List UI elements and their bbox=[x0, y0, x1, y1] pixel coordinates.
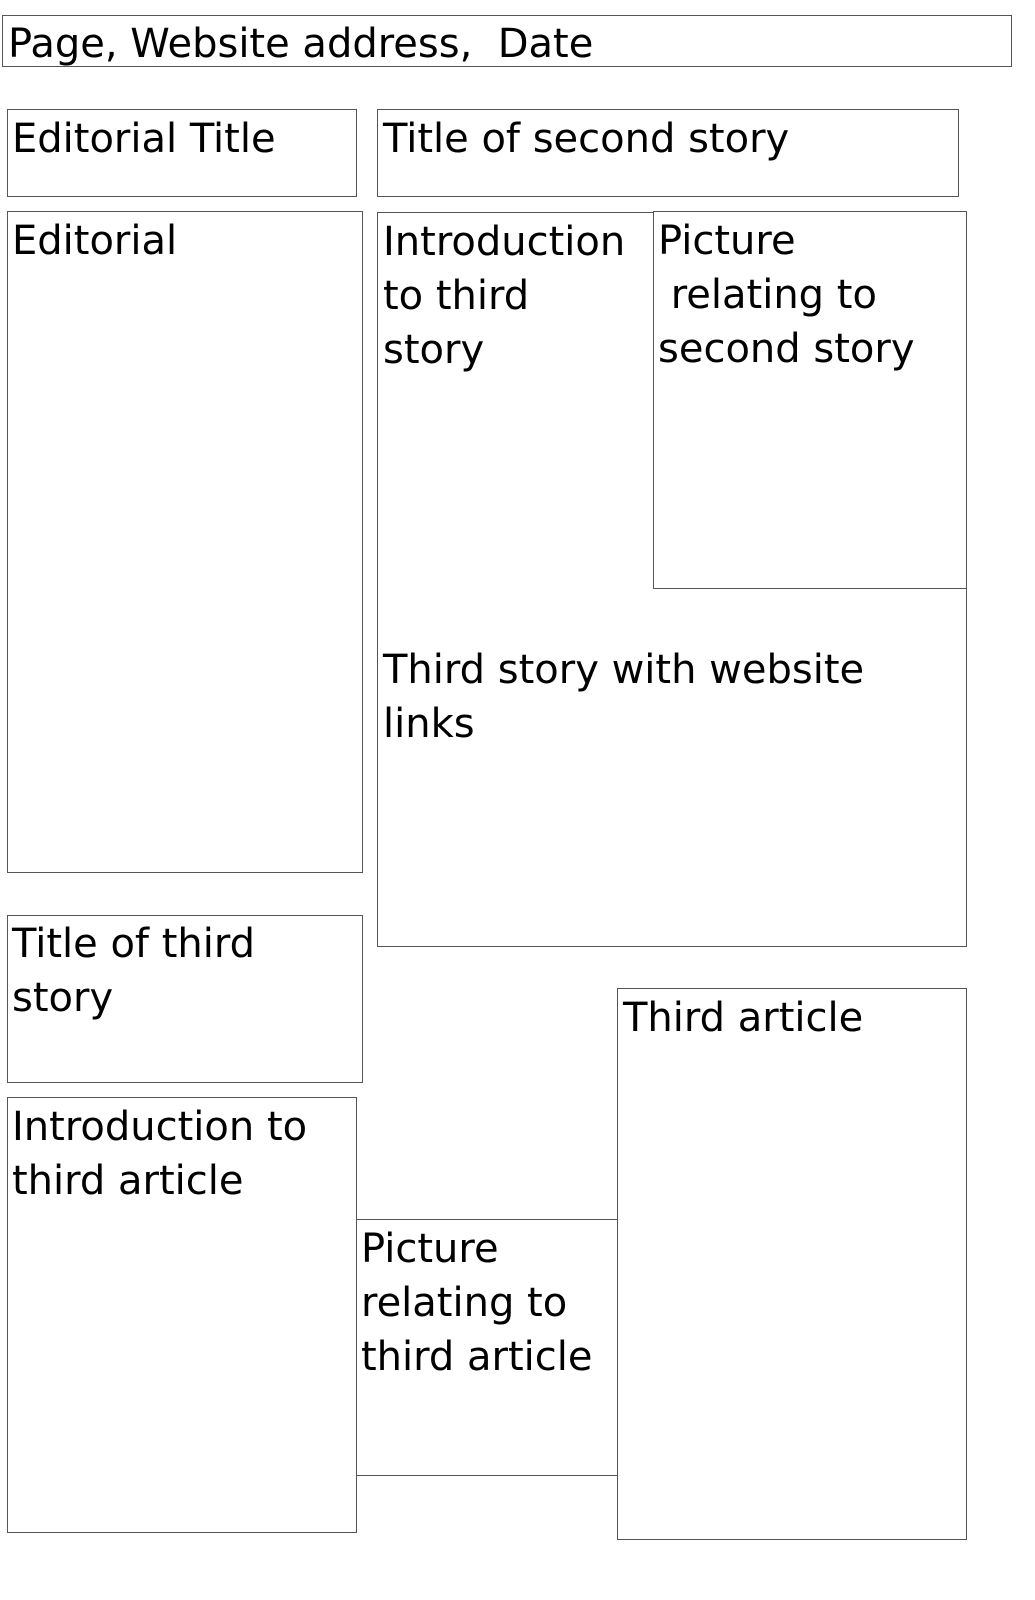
picture-third-article-label: Picture relating to third article bbox=[361, 1226, 593, 1380]
intro-third-story-label: Introduction to third story bbox=[383, 219, 626, 373]
second-story-title-box bbox=[377, 109, 959, 197]
header-box bbox=[2, 15, 1012, 67]
header-label: Page, Website address, Date bbox=[8, 21, 594, 67]
picture-third-article-box bbox=[356, 1219, 618, 1476]
third-story-title-box bbox=[7, 915, 363, 1083]
editorial-title-box bbox=[7, 109, 357, 197]
picture-second-story-box bbox=[653, 211, 967, 589]
third-story-title-label: Title of third story bbox=[12, 921, 255, 1021]
third-article-label: Third article bbox=[623, 995, 864, 1041]
picture-second-story-label: Picture relating to second story bbox=[658, 218, 915, 372]
editorial-title-label: Editorial Title bbox=[12, 116, 276, 162]
editorial-box bbox=[7, 211, 363, 873]
intro-third-article-label: Introduction to third article bbox=[12, 1104, 308, 1204]
third-story-links-label: Third story with website links bbox=[383, 647, 865, 747]
intro-third-article-box bbox=[7, 1097, 357, 1533]
editorial-label: Editorial bbox=[12, 218, 178, 264]
second-story-title-label: Title of second story bbox=[383, 116, 790, 162]
third-article-box bbox=[617, 988, 967, 1540]
